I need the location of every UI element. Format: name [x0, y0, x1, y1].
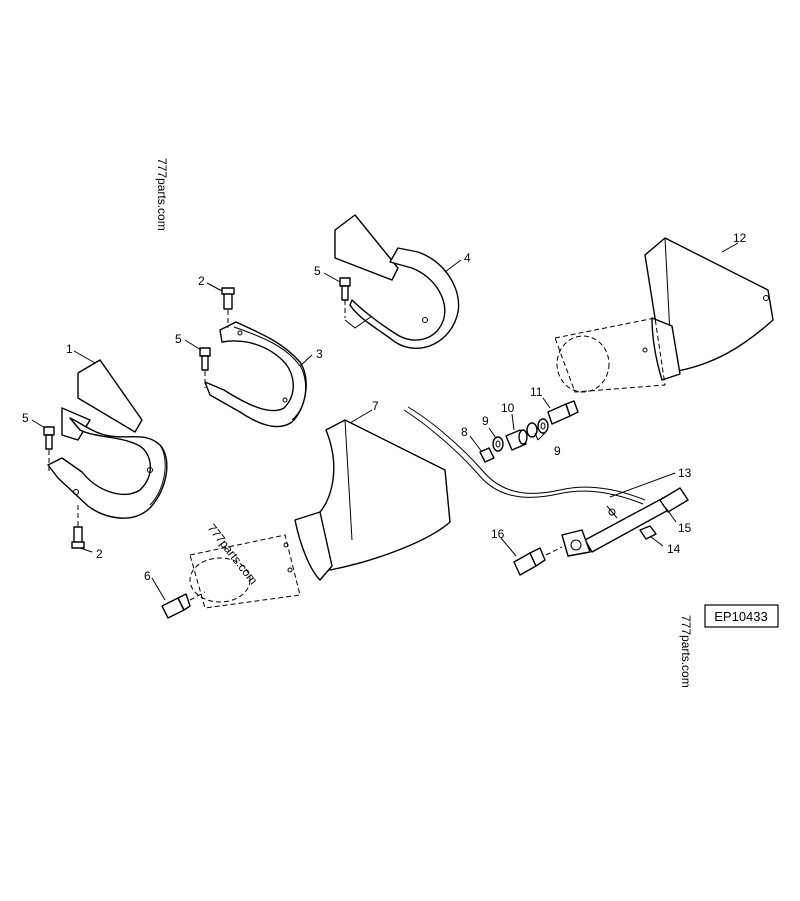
callout-4: 4	[464, 251, 471, 265]
part-9-washer-left	[492, 436, 504, 452]
callouts: 1 2 2 3 4 5 5 5 6 7 8 9 9 10 11 12 13 14…	[22, 231, 747, 583]
part-7-spout	[189, 419, 451, 609]
part-6-bolt	[161, 591, 206, 619]
part-3-clamp	[204, 321, 307, 428]
part-15-shaft	[561, 487, 689, 557]
part-2-bolt-upper	[221, 287, 235, 328]
callout-11: 11	[530, 385, 543, 399]
watermark-bottom-right: 777parts.com	[679, 615, 693, 688]
callout-9-right: 9	[554, 444, 561, 458]
svg-text:EP10433: EP10433	[714, 609, 768, 624]
callout-16: 16	[491, 527, 505, 541]
callout-9-left: 9	[482, 414, 489, 428]
part-1-shield	[47, 359, 168, 519]
diagram-code-label: EP10433	[704, 604, 779, 628]
part-4-shield	[334, 214, 460, 349]
part-13-rod	[403, 406, 646, 505]
callout-12: 12	[733, 231, 747, 245]
part-5-bolt-left	[43, 426, 55, 472]
watermark-center: 777parts.com	[205, 521, 261, 587]
callout-13: 13	[678, 466, 692, 480]
part-16-bolt	[513, 546, 563, 576]
callout-5-middle: 5	[175, 332, 182, 346]
callout-5-upper: 5	[314, 264, 321, 278]
callout-5-left: 5	[22, 411, 29, 425]
callout-10: 10	[501, 401, 515, 415]
callout-6: 6	[144, 569, 151, 583]
leader-lines	[31, 242, 739, 601]
callout-2-lower: 2	[96, 547, 103, 561]
part-5-bolt-upper	[339, 277, 351, 318]
part-10-spacer	[505, 429, 528, 451]
part-14-nut	[639, 525, 657, 540]
callout-3: 3	[316, 347, 323, 361]
part-11-bolt	[547, 400, 579, 425]
callout-1: 1	[66, 342, 73, 356]
callout-14: 14	[667, 542, 681, 556]
part-2-bolt-lower	[71, 505, 85, 549]
callout-8: 8	[461, 425, 468, 439]
callout-15: 15	[678, 521, 692, 535]
part-12-spout	[554, 237, 774, 393]
callout-2-upper: 2	[198, 274, 205, 288]
part-8-nut	[479, 447, 495, 463]
callout-7: 7	[372, 399, 379, 413]
part-5-bolt-middle	[199, 347, 211, 388]
part-9-washer-right	[526, 418, 549, 438]
watermark-top-left: 777parts.com	[155, 158, 169, 231]
